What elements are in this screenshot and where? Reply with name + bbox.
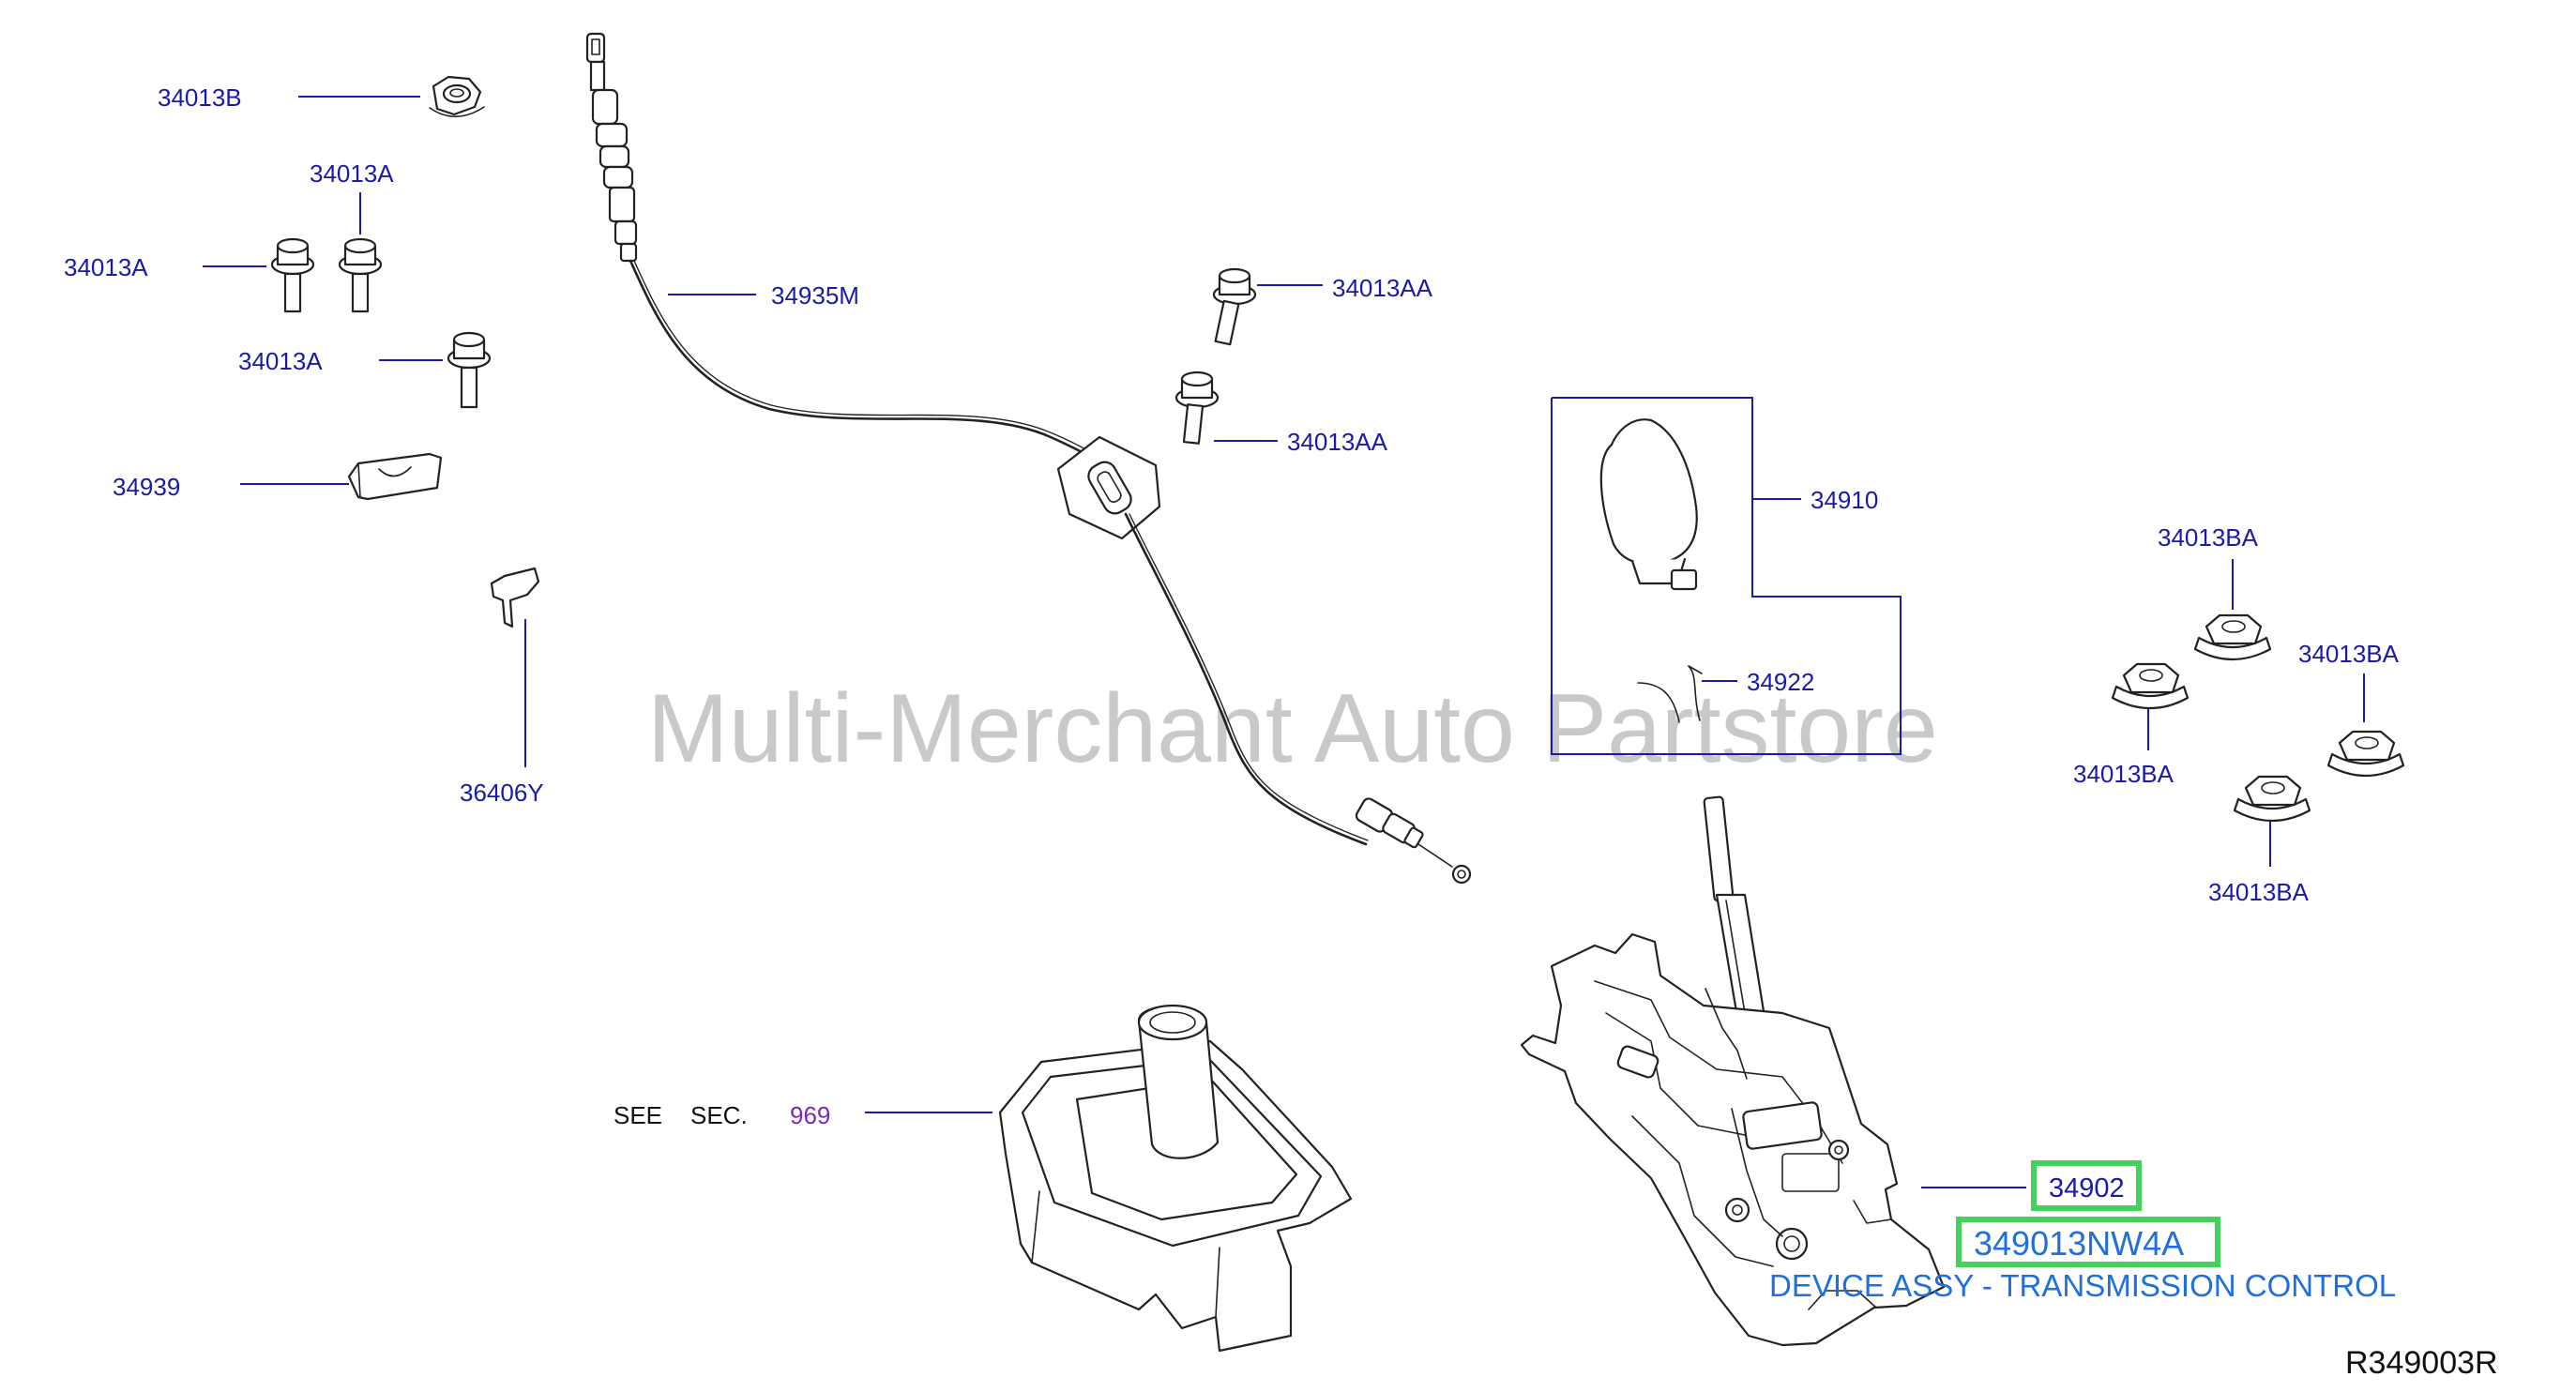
label-36406y[interactable]: 36406Y <box>460 779 544 807</box>
bracket-34939[interactable]: 34939 <box>113 452 443 501</box>
flange-nut-icon <box>2111 662 2190 710</box>
watermark-text: Multi-Merchant Auto Partstore <box>647 674 1938 783</box>
flange-nut-icon <box>2326 730 2405 778</box>
console-trim-section-969[interactable]: SEE SEC. 969 <box>614 1004 1353 1353</box>
bolt-34013aa-group[interactable]: 34013AA 34013AA <box>1174 267 1433 456</box>
see-text: SEE <box>614 1101 662 1129</box>
sec-text: SEC. <box>690 1101 748 1129</box>
label-34013b[interactable]: 34013B <box>158 83 242 112</box>
bolt-icon <box>1174 371 1220 445</box>
section-969-link[interactable]: 969 <box>790 1101 830 1129</box>
label-34013ba-left[interactable]: 34013BA <box>2073 760 2174 788</box>
nut-34013ba-group[interactable]: 34013BA 34013BA 34013BA 34013BA <box>2073 523 2405 906</box>
part-description: DEVICE ASSY - TRANSMISSION CONTROL <box>1769 1268 2396 1303</box>
part-number-349013nw4a[interactable]: 349013NW4A <box>1974 1224 2184 1263</box>
knob-34910-frame[interactable]: 34910 34922 <box>1551 397 1902 755</box>
device-assy-34902[interactable] <box>1520 795 2026 1347</box>
flange-nut-icon <box>2193 613 2272 661</box>
label-34013aa-upper[interactable]: 34013AA <box>1332 274 1433 302</box>
label-34013aa-lower[interactable]: 34013AA <box>1287 428 1388 456</box>
label-34013ba-right[interactable]: 34013BA <box>2298 640 2400 668</box>
cable-34935m[interactable]: 34935M <box>585 32 1472 885</box>
bolt-34013a-group[interactable]: 34013A 34013A 34013A <box>64 159 492 409</box>
label-34939[interactable]: 34939 <box>113 473 180 501</box>
flange-nut-icon <box>2233 775 2311 823</box>
clip-36406y[interactable]: 36406Y <box>460 567 544 807</box>
label-34013a-left[interactable]: 34013A <box>64 253 148 281</box>
label-34935m[interactable]: 34935M <box>771 281 859 310</box>
bolt-icon <box>447 331 492 409</box>
label-34902[interactable]: 34902 <box>2049 1173 2125 1203</box>
label-34013ba-bottom[interactable]: 34013BA <box>2208 878 2310 906</box>
label-34013a-top[interactable]: 34013A <box>310 159 394 188</box>
nut-34013b[interactable]: 34013B <box>158 75 485 117</box>
label-34910[interactable]: 34910 <box>1811 486 1878 514</box>
label-34013a-lower[interactable]: 34013A <box>238 347 323 375</box>
highlight-34902[interactable]: 34902 <box>2031 1160 2142 1211</box>
bolt-icon <box>338 237 383 313</box>
label-34013ba-top[interactable]: 34013BA <box>2158 523 2259 552</box>
label-34922[interactable]: 34922 <box>1747 668 1814 696</box>
highlight-part-number[interactable]: 349013NW4A <box>1956 1217 2220 1267</box>
bolt-icon <box>1212 267 1257 346</box>
diagram-reference-code: R349003R <box>2345 1345 2498 1381</box>
bolt-icon <box>270 237 315 313</box>
